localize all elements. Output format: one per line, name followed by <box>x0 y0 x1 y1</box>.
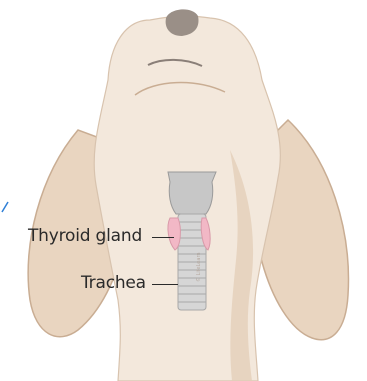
trachea-label: Trachea <box>81 273 146 293</box>
watermark: © LifeLearn <box>196 252 202 282</box>
thyroid-gland-label: Thyroid gland <box>28 226 142 246</box>
trachea-leader-line <box>152 284 178 285</box>
thyroid-leader-line <box>152 237 174 238</box>
larynx <box>168 172 216 214</box>
edge-accent <box>2 202 8 212</box>
